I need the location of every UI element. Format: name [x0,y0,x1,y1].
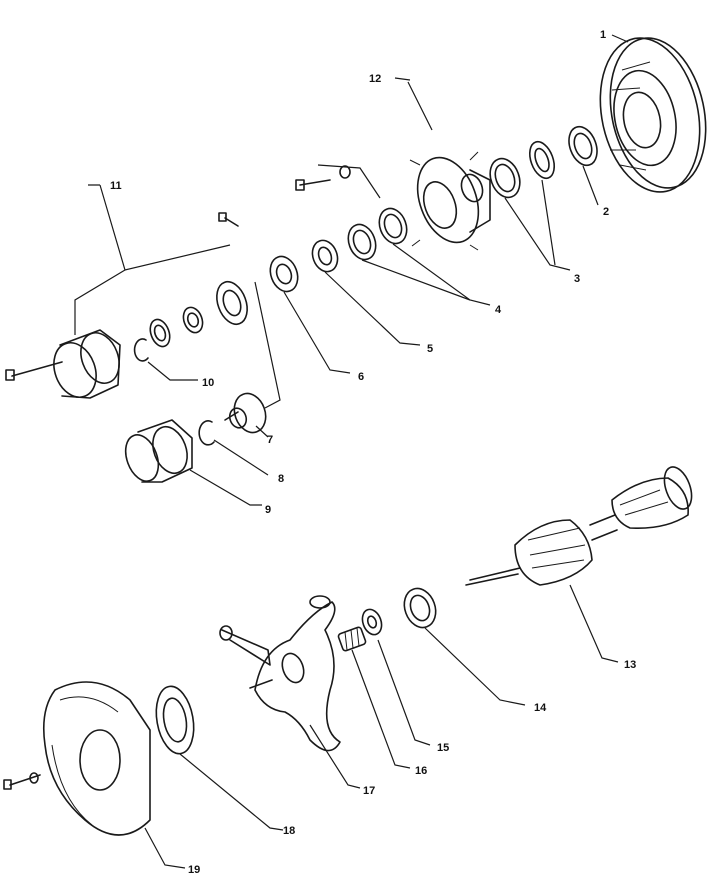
inner-bearing [347,207,408,261]
dust-shield [3,681,151,836]
drive-shaft [465,466,693,586]
leader-lines [74,34,629,869]
callout-1: 1 [600,29,606,41]
hub-bolts [218,165,351,227]
brake-disc [599,37,707,193]
callout-18: 18 [283,825,295,837]
grease-seal [568,125,598,167]
lock-washer [311,239,339,273]
axle-hub [409,151,491,251]
callout-7: 7 [267,434,273,446]
callout-8: 8 [278,473,284,485]
free-wheel-parts [149,280,248,348]
lock-nut [269,255,299,293]
snap-ring-10 [133,338,149,362]
oil-seal [403,587,437,629]
steering-knuckle [219,595,341,752]
callout-12: 12 [369,73,381,85]
hub-cap [124,419,193,483]
callout-13: 13 [624,659,636,671]
callout-19: 19 [188,864,200,876]
callout-11: 11 [110,180,122,192]
callout-10: 10 [202,377,214,389]
callout-2: 2 [603,206,609,218]
needle-bearing [337,626,367,652]
snap-ring-8 [198,420,215,446]
callout-15: 15 [437,742,449,754]
callout-17: 17 [363,785,375,797]
callout-9: 9 [265,504,271,516]
callout-labels: 1 2 3 4 5 6 7 8 9 10 11 12 13 14 15 16 1… [110,29,636,876]
drive-flange [224,392,267,434]
callout-16: 16 [415,765,427,777]
spacer [361,608,383,636]
callout-5: 5 [427,343,433,355]
gasket [155,685,195,755]
callout-3: 3 [574,273,580,285]
callout-4: 4 [495,304,502,316]
callout-14: 14 [534,702,547,714]
callout-6: 6 [358,371,364,383]
outer-bearing [489,140,556,199]
hub-cover [5,329,121,399]
